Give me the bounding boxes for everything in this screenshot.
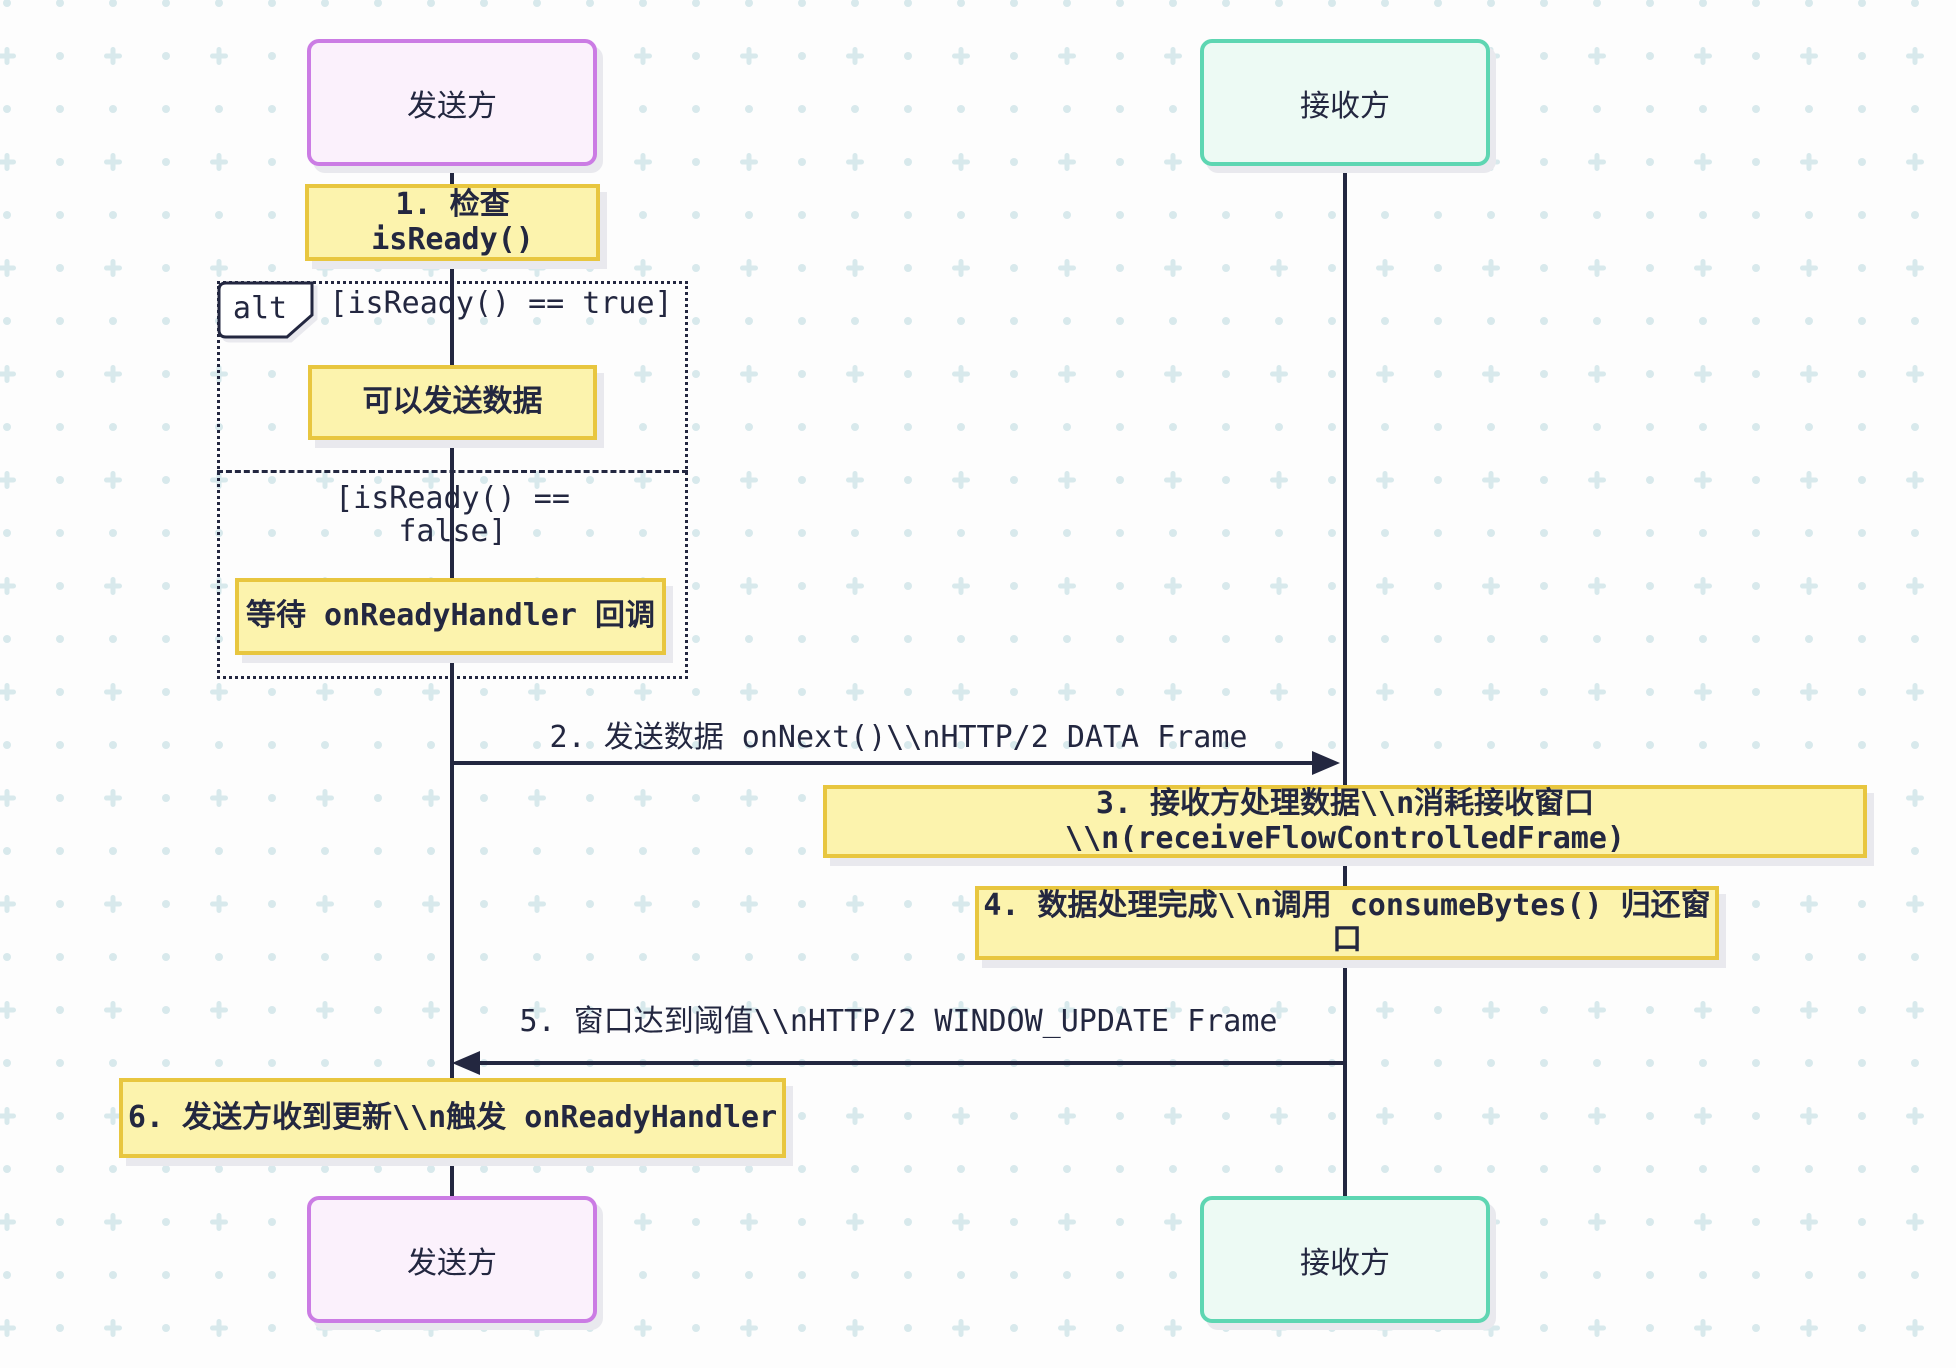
note-consume-bytes[interactable]: 4. 数据处理完成\\n调用 consumeBytes() 归还窗口 bbox=[975, 886, 1719, 960]
note-check-isready[interactable]: 1. 检查 isReady() bbox=[305, 184, 600, 261]
message-2-text: 2. 发送数据 onNext()\\nHTTP/2 DATA Frame bbox=[549, 720, 1248, 755]
note-can-send-text: 可以发送数据 bbox=[362, 384, 543, 420]
alt-fragment-frame[interactable] bbox=[217, 281, 688, 679]
alt-condition-true: [isReady() == true] bbox=[314, 287, 688, 320]
sender-lifeline[interactable] bbox=[450, 166, 454, 1196]
note-sender-trigger-handler-text: 6. 发送方收到更新\\n触发 onReadyHandler bbox=[127, 1099, 778, 1135]
note-can-send[interactable]: 可以发送数据 bbox=[308, 365, 597, 440]
actor-receiver-bottom-label: 接收方 bbox=[1300, 1245, 1390, 1281]
alt-condition-false-text: [isReady() == false] bbox=[335, 481, 570, 549]
alt-fragment-label[interactable]: alt bbox=[217, 281, 314, 339]
actor-sender-top-label: 发送方 bbox=[407, 88, 497, 124]
note-wait-handler-text: 等待 onReadyHandler 回调 bbox=[246, 598, 655, 634]
alt-fragment-divider bbox=[217, 470, 688, 473]
message-2-arrowhead-icon bbox=[1312, 751, 1340, 775]
message-5-text: 5. 窗口达到阈值\\nHTTP/2 WINDOW_UPDATE Frame bbox=[519, 1004, 1278, 1039]
message-2-arrow[interactable] bbox=[452, 761, 1318, 765]
note-wait-handler[interactable]: 等待 onReadyHandler 回调 bbox=[235, 578, 666, 655]
message-5-arrowhead-icon bbox=[452, 1051, 480, 1075]
alt-condition-true-text: [isReady() == true] bbox=[329, 286, 673, 321]
actor-receiver-top[interactable]: 接收方 bbox=[1200, 39, 1490, 166]
receiver-lifeline[interactable] bbox=[1343, 166, 1347, 1196]
note-check-isready-text: 1. 检查 isReady() bbox=[371, 187, 534, 257]
alt-condition-false: [isReady() == false] bbox=[217, 482, 688, 548]
message-2-label: 2. 发送数据 onNext()\\nHTTP/2 DATA Frame bbox=[452, 712, 1345, 756]
note-receiver-consume-window[interactable]: 3. 接收方处理数据\\n消耗接收窗口\\n(receiveFlowContro… bbox=[823, 785, 1867, 858]
actor-sender-bottom[interactable]: 发送方 bbox=[307, 1196, 597, 1323]
actor-sender-top[interactable]: 发送方 bbox=[307, 39, 597, 166]
alt-label-text: alt bbox=[232, 290, 288, 326]
actor-sender-bottom-label: 发送方 bbox=[407, 1245, 497, 1281]
actor-receiver-top-label: 接收方 bbox=[1300, 88, 1390, 124]
note-sender-trigger-handler[interactable]: 6. 发送方收到更新\\n触发 onReadyHandler bbox=[119, 1078, 786, 1158]
actor-receiver-bottom[interactable]: 接收方 bbox=[1200, 1196, 1490, 1323]
alt-label-shape bbox=[217, 281, 314, 339]
note-receiver-consume-window-text: 3. 接收方处理数据\\n消耗接收窗口\\n(receiveFlowContro… bbox=[1065, 786, 1625, 856]
message-5-label: 5. 窗口达到阈值\\nHTTP/2 WINDOW_UPDATE Frame bbox=[452, 996, 1345, 1040]
note-consume-bytes-text: 4. 数据处理完成\\n调用 consumeBytes() 归还窗口 bbox=[983, 887, 1711, 957]
message-5-arrow[interactable] bbox=[478, 1061, 1343, 1065]
